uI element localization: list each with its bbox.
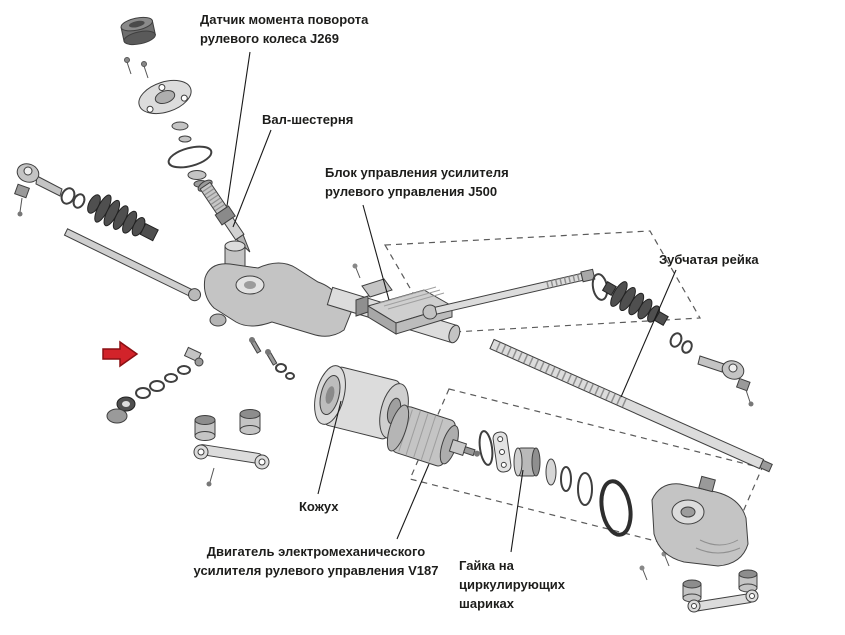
label-pinion-shaft: Вал-шестерня [262,112,354,127]
leader-line-housing [317,400,342,495]
leader-line-motor [396,463,430,540]
leader-line-rack [620,269,677,398]
left-tie-rod-end-part [14,163,63,217]
mounting-bracket [193,444,270,487]
pinion-shaft-part [197,179,251,253]
rack-bar-part [489,338,773,473]
seal-rings-stack [167,121,213,188]
leader-line-torque-sensor [226,51,251,207]
label-ball-nut: Гайка на циркулирующих шариках [459,558,566,611]
leader-line-ball-nut [510,469,524,553]
sensor-flange-part [138,79,192,115]
left-inner-tie-rod-part [63,228,202,302]
retainer-plate [492,431,512,473]
seal-kit-parts [106,346,204,424]
leader-line-pinion-shaft [232,129,272,228]
ball-nut-parts [478,430,593,506]
label-housing: Кожух [299,499,339,514]
right-boot-part [601,280,669,327]
label-rack: Зубчатая рейка [659,252,759,267]
left-boot-part [87,194,159,242]
leader-line-control-unit [362,204,390,301]
drive-belt-part [599,479,633,537]
motor-v187-part [386,404,480,467]
left-boot-clamp-part [60,187,86,209]
label-torque-sensor: Датчик момента поворота рулевого колеса … [200,12,369,46]
recirculating-ball-nut [513,447,541,477]
label-control-unit: Блок управления усилителя рулевого управ… [325,165,509,199]
label-motor: Двигатель электромеханического усилителя… [193,544,439,578]
right-boot-clamp-part [669,332,693,354]
housing-cylinder-part [314,365,409,440]
column-screws [124,57,149,79]
right-inner-tie-rod-part [422,268,596,320]
right-tie-rod-end-part [697,355,754,407]
gear-housing-part [639,475,749,581]
gear-mount-bushings [682,569,759,613]
column-cap-part [120,16,156,46]
gear-mount-bracket [687,589,759,613]
mounting-bushings [193,409,270,487]
housing-bolts [249,337,295,380]
red-pointer-arrow [102,340,139,368]
